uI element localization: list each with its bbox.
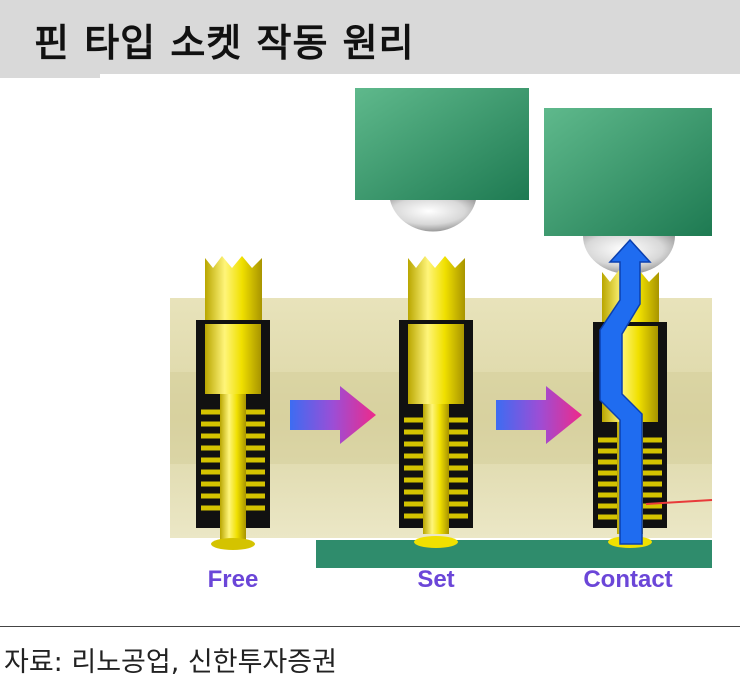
solder-ball [390, 200, 476, 232]
title-bar: 핀 타입 소켓 작동 원리 [0, 0, 740, 78]
current-flow-arrow-icon [599, 238, 652, 545]
base-board [316, 540, 712, 568]
pin-free [196, 256, 270, 550]
pin-contact [593, 270, 667, 548]
stage-label-free: Free [208, 566, 259, 593]
stage-arrow-icon [496, 386, 582, 444]
stage-label-contact: Contact [583, 566, 672, 593]
divider [0, 626, 740, 627]
device-block [355, 88, 529, 200]
indicator-line [645, 499, 713, 505]
page-title: 핀 타입 소켓 작동 원리 [34, 21, 415, 65]
source-note: 자료: 리노공업, 신한투자증권 [4, 647, 337, 678]
pin-set [399, 256, 473, 548]
pin-socket-diagram: Free Set Contact [170, 88, 713, 593]
device-block [544, 108, 712, 236]
title-bar-notch [0, 70, 100, 78]
stage-arrow-icon [290, 386, 376, 444]
stage-label-set: Set [417, 566, 454, 593]
